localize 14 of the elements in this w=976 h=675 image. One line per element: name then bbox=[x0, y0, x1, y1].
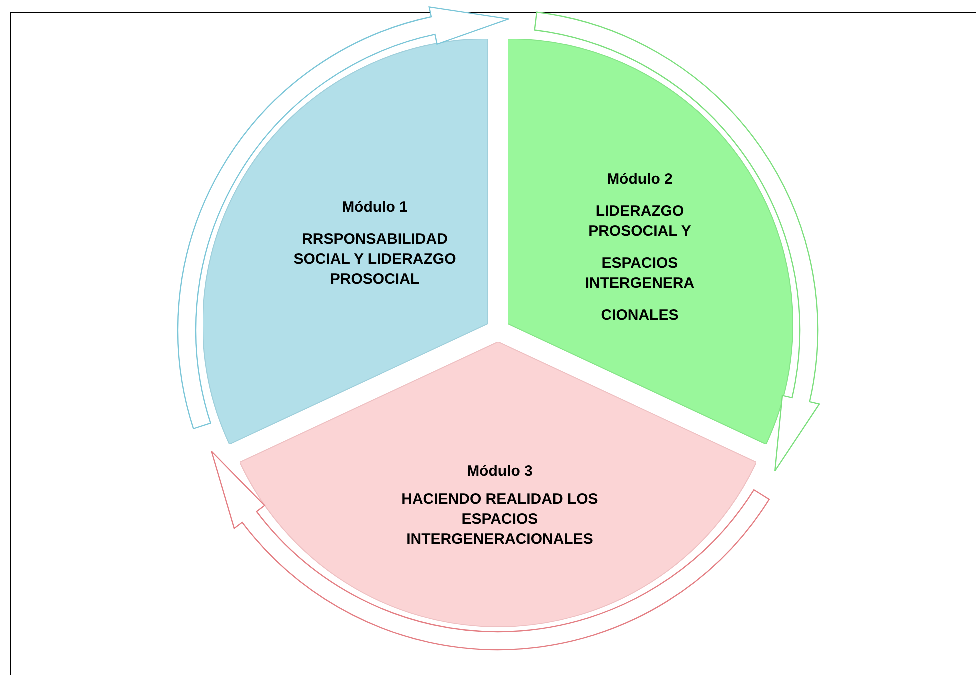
module-heading: Módulo 1 bbox=[342, 198, 408, 218]
curved-block-arrow bbox=[211, 450, 770, 651]
module-title: HACIENDO REALIDAD LOS ESPACIOS INTERGENERACIONALES bbox=[400, 490, 600, 550]
pie-sector bbox=[202, 38, 488, 444]
module-heading: Módulo 2 bbox=[607, 170, 673, 190]
module-title: LIDERAZGO PROSOCIAL Y bbox=[588, 202, 692, 242]
pie-sector bbox=[240, 342, 756, 627]
curved-block-arrow bbox=[534, 12, 820, 472]
module-title: RRSPONSABILIDAD SOCIAL Y LIDERAZGO PROSOCIAL bbox=[292, 230, 458, 290]
pie-sector bbox=[508, 38, 794, 444]
module-heading: Módulo 3 bbox=[467, 462, 533, 482]
module-title: ESPACIOS INTERGENERA bbox=[584, 254, 696, 294]
module-title: CIONALES bbox=[601, 306, 679, 326]
curved-block-arrow bbox=[178, 6, 510, 430]
